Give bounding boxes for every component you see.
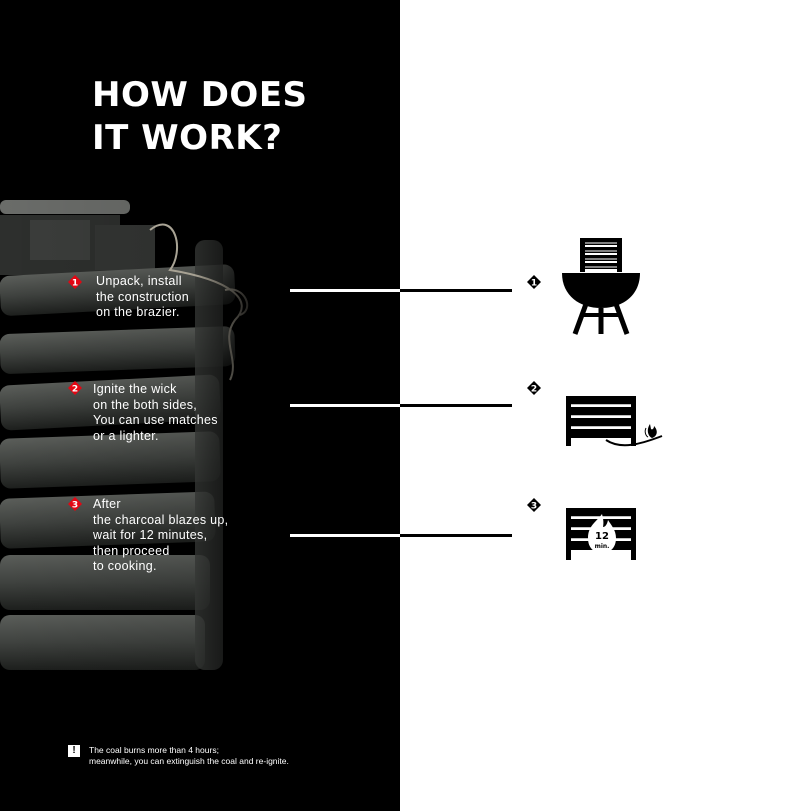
page-title-text: HOW DOES IT WORK? bbox=[92, 75, 308, 158]
icon-3-badge: 3 bbox=[527, 498, 541, 512]
step-1-badge: 1 bbox=[68, 275, 82, 289]
step-3-text: After the charcoal blazes up, wait for 1… bbox=[93, 497, 229, 573]
step-2: Ignite the wick on the both sides, You c… bbox=[93, 382, 218, 444]
ignite-wick-icon bbox=[566, 396, 663, 447]
warning-icon: ! bbox=[68, 745, 80, 757]
timer-unit: min. bbox=[595, 543, 610, 550]
light-right-panel: 1 2 3 bbox=[400, 0, 800, 811]
step-3-badge: 3 bbox=[68, 497, 82, 511]
step-1-connector-left bbox=[290, 289, 400, 292]
icon-2-number: 2 bbox=[531, 385, 537, 395]
step-1-number: 1 bbox=[72, 279, 78, 289]
step-1-text: Unpack, install the construction on the … bbox=[96, 274, 190, 319]
step-2-number: 2 bbox=[72, 385, 78, 395]
step-2-text: Ignite the wick on the both sides, You c… bbox=[93, 382, 218, 443]
icon-1-number: 1 bbox=[531, 279, 537, 289]
dark-left-panel: HOW DOES IT WORK? 1 Unpack, install the … bbox=[0, 0, 400, 811]
brazier-icon bbox=[562, 238, 640, 335]
step-2-connector-left bbox=[290, 404, 400, 407]
icon-1-badge: 1 bbox=[527, 275, 541, 289]
icon-3-number: 3 bbox=[531, 502, 537, 512]
step-2-badge: 2 bbox=[68, 381, 82, 395]
icon-2-badge: 2 bbox=[527, 381, 541, 395]
step-3: After the charcoal blazes up, wait for 1… bbox=[93, 497, 228, 575]
burn-time-note-text: The coal burns more than 4 hours; meanwh… bbox=[89, 745, 289, 766]
page-title: HOW DOES IT WORK? bbox=[92, 74, 372, 160]
step-3-connector-left bbox=[290, 534, 400, 537]
step-1: Unpack, install the construction on the … bbox=[96, 274, 189, 321]
step-1-connector-right bbox=[400, 289, 512, 292]
step-2-connector-right bbox=[400, 404, 512, 407]
step-3-number: 3 bbox=[72, 501, 78, 511]
timer-value: 12 bbox=[595, 531, 609, 542]
step-3-connector-right bbox=[400, 534, 512, 537]
charcoal-construction-photo bbox=[0, 190, 260, 700]
burning-construction-icon: 12 min. bbox=[566, 508, 636, 560]
